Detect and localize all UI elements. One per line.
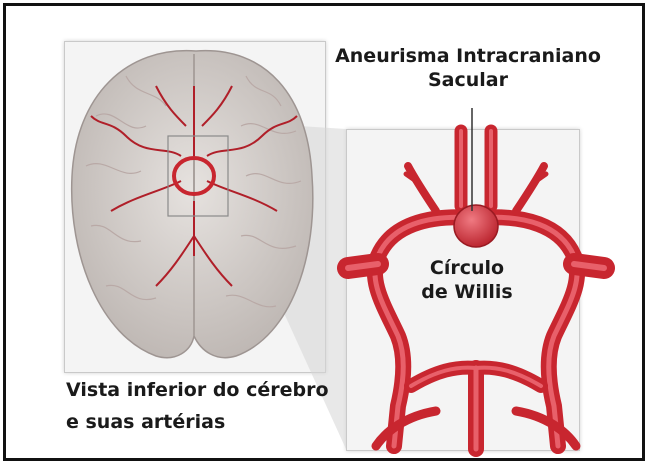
- brain-icon: [72, 51, 313, 358]
- aneurysm-label-line1: Aneurisma Intracraniano: [318, 44, 618, 68]
- aneurysm-label: Aneurisma Intracraniano Sacular: [318, 44, 618, 92]
- view-label-line1: Vista inferior do cérebro: [66, 378, 329, 402]
- circle-label-line2: de Willis: [392, 280, 542, 304]
- inferior-view-label: Vista inferior do cérebro e suas artéria…: [66, 378, 329, 434]
- aneurysm-sac: [454, 205, 498, 247]
- diagram-frame: Aneurisma Intracraniano Sacular Círculo …: [3, 3, 645, 461]
- circle-of-willis-label: Círculo de Willis: [392, 256, 542, 304]
- aneurysm-label-line2: Sacular: [318, 68, 618, 92]
- view-label-line2: e suas artérias: [66, 410, 329, 434]
- circle-label-line1: Círculo: [392, 256, 542, 280]
